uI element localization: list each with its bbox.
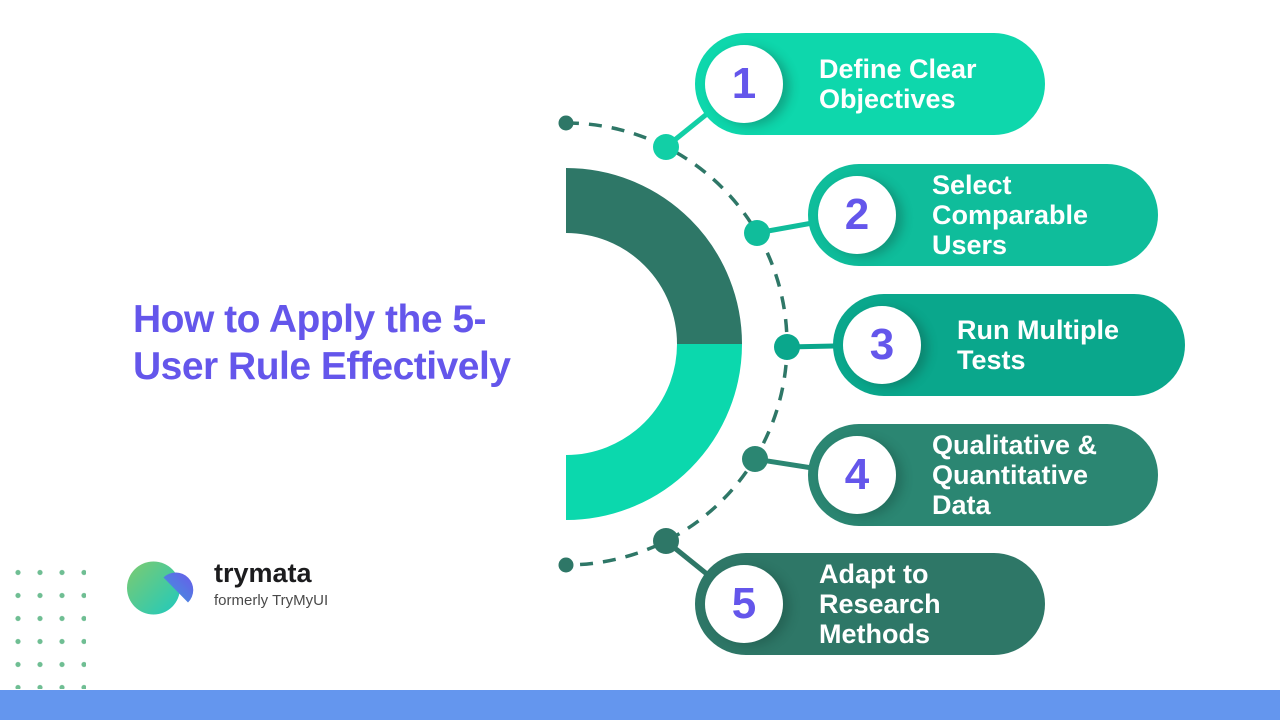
arc-node-dot-1 [653,134,679,160]
brand-logo: trymata formerly TryMyUI [126,552,328,618]
step-number-circle: 3 [843,306,921,384]
step-number-circle: 2 [818,176,896,254]
step-label: Adapt to Research Methods [819,559,941,649]
step-number: 1 [731,59,757,108]
brand-tagline: formerly TryMyUI [214,592,329,609]
page-title: How to Apply the 5- User Rule Effectivel… [133,296,511,390]
step-label: Qualitative & Quantitative Data [932,430,1098,520]
step-pill-1: 1 Define Clear Objectives [695,33,1045,135]
trymata-logo-icon [127,561,194,615]
dot-grid-pattern [0,553,86,689]
step-pill-4: 4 Qualitative & Quantitative Data [808,424,1158,526]
step-number: 2 [844,190,870,239]
step-pill-5: 5 Adapt to Research Methods [695,553,1045,655]
arc-end-dot-bottom [558,557,574,573]
bottom-accent-bar [0,690,1280,720]
ring-bottom-arc [565,343,742,520]
step-number: 3 [869,320,895,369]
ring-top-arc [565,168,742,345]
arc-node-dot-5 [653,528,679,554]
step-number-circle: 1 [705,45,783,123]
arc-node-dot-2 [744,220,770,246]
step-label: Define Clear Objectives [819,54,977,114]
arc-node-dot-3 [774,334,800,360]
page-title-line1: How to Apply the 5- [133,298,487,341]
brand-name: trymata [214,558,312,588]
page-title-line2: User Rule Effectively [133,345,511,388]
step-label: Select Comparable Users [932,170,1089,260]
step-pill-3: 3 Run Multiple Tests [833,294,1185,396]
step-pill-2: 2 Select Comparable Users [808,164,1158,266]
step-number: 5 [731,579,757,628]
brand-logo-text: trymata formerly TryMyUI [214,558,328,609]
step-number-circle: 4 [818,436,896,514]
arc-end-dot-top [558,115,574,131]
arc-node-dot-4 [742,446,768,472]
step-number-circle: 5 [705,565,783,643]
step-label: Run Multiple Tests [957,315,1119,375]
step-number: 4 [844,450,870,499]
